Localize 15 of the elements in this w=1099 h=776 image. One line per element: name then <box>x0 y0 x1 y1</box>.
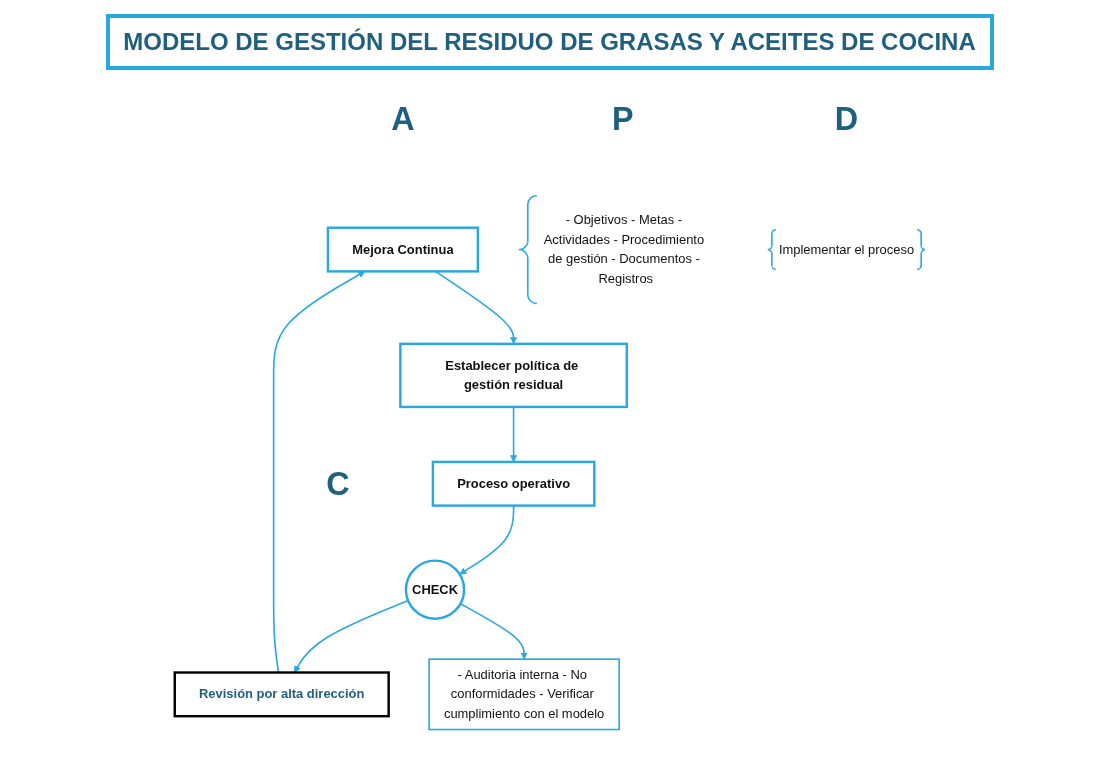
arrow <box>459 602 528 660</box>
node-label: P <box>611 101 634 137</box>
node-box: Proceso operativo <box>431 460 595 507</box>
title: MODELO DE GESTIÓN DEL RESIDUO DE GRASAS Y ACEITES DE COCINA <box>105 14 994 70</box>
node-text: Implementar el proceso <box>778 242 914 257</box>
arrow <box>293 599 409 673</box>
node-box: Mejora Continua <box>326 226 479 273</box>
node-circle: CHECK <box>404 559 465 620</box>
node-box: - Auditoria interna - No conformidades - Verificar cumplimiento con el modelo <box>427 658 620 731</box>
node-label: D <box>834 101 858 137</box>
node-label: A <box>390 101 415 137</box>
node-box: Revisión por alta dirección <box>173 671 390 718</box>
node-box: Establecer política de gestión residual <box>398 342 628 409</box>
node-text: - Objetivos - Metas - Actividades - Procedimiento de gestión - Documentos - Registros <box>543 213 704 286</box>
node-label: C <box>325 465 350 502</box>
